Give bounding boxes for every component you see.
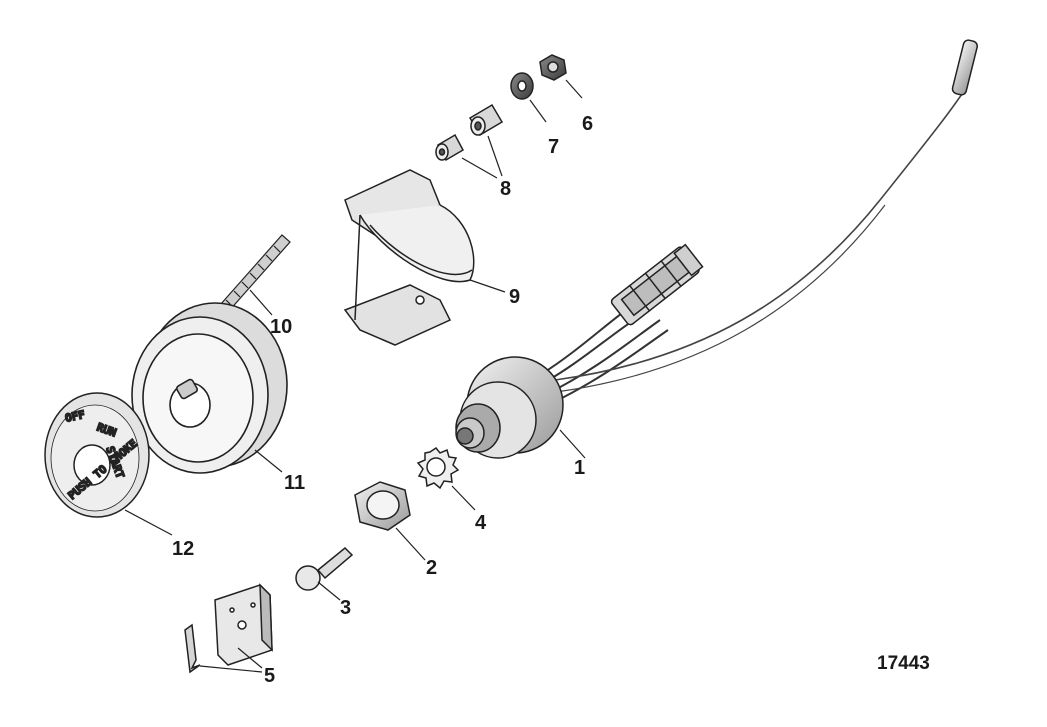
part-mounting-clip: [343, 169, 506, 346]
dial-label-off: OFF: [64, 408, 86, 425]
part-dial-plate: OFF RUN START PUSH TO CHOKE: [44, 392, 173, 536]
figure-number: 17443: [877, 653, 930, 674]
part-ignition-switch: [455, 39, 979, 459]
callout-4: 4: [475, 512, 487, 534]
part-key: [295, 546, 354, 601]
callout-6: 6: [582, 113, 593, 135]
callout-1: 1: [574, 457, 585, 479]
callout-2: 2: [426, 557, 437, 579]
part-hex-nut: [354, 481, 426, 561]
part-small-nut: [539, 54, 583, 99]
callout-labels: 1 2 3 4 5 6 7 8 9 10 11 12: [172, 113, 593, 687]
part-washer: [510, 72, 547, 123]
callout-7: 7: [548, 136, 559, 158]
callout-8: 8: [500, 178, 511, 200]
part-spacers: [435, 103, 504, 179]
callout-9: 9: [509, 286, 520, 308]
callout-12: 12: [172, 538, 194, 560]
callout-11: 11: [284, 472, 305, 494]
callout-10: 10: [270, 316, 292, 338]
callout-3: 3: [340, 597, 351, 619]
callout-5: 5: [264, 665, 275, 687]
part-bracket-and-clip: [184, 583, 273, 674]
part-lock-washer: [416, 446, 476, 511]
part-housing-bezel: [131, 302, 288, 474]
part-threaded-rod: [219, 234, 291, 316]
